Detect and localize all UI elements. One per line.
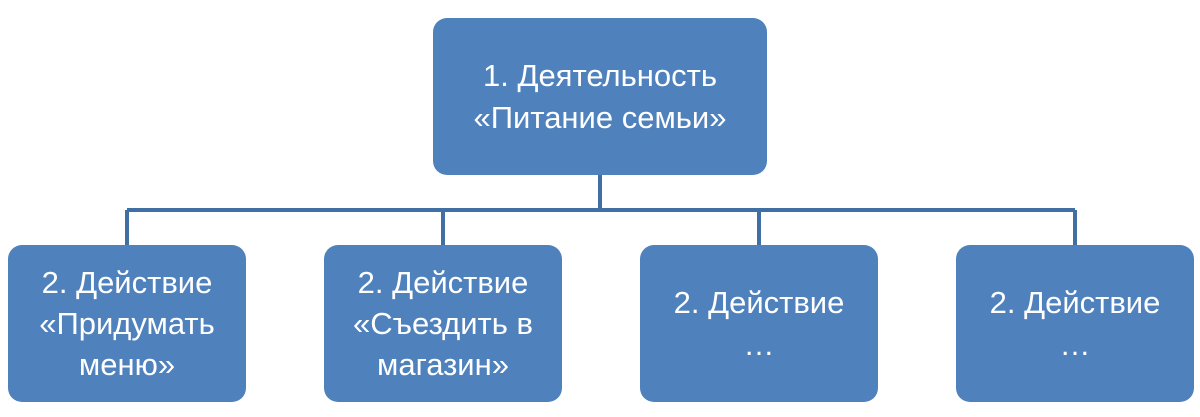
child-node-2: 2. Действие «Съездить в магазин» xyxy=(324,245,562,402)
child-node-2-line-2: «Съездить в xyxy=(353,305,533,341)
child-node-3: 2. Действие … xyxy=(640,245,878,402)
child-node-2-line-3: магазин» xyxy=(377,347,509,383)
child-node-3-line-2: … xyxy=(743,326,775,362)
child-node-1-text: 2. Действие «Придумать меню» xyxy=(39,262,215,386)
root-node-text: 1. Деятельность «Питание семьи» xyxy=(474,55,727,137)
child-node-3-text: 2. Действие … xyxy=(674,282,845,364)
child-node-4-line-1: 2. Действие xyxy=(989,285,1161,321)
child-node-1-line-2: «Придумать xyxy=(39,305,215,341)
child-node-4-line-2: … xyxy=(1059,326,1091,362)
child-node-1: 2. Действие «Придумать меню» xyxy=(8,245,246,402)
child-node-4-text: 2. Действие … xyxy=(990,282,1161,364)
root-node-line-1: 1. Деятельность xyxy=(482,58,717,94)
child-node-2-line-1: 2. Действие xyxy=(357,264,529,300)
child-node-1-line-3: меню» xyxy=(78,347,176,383)
child-node-3-line-1: 2. Действие xyxy=(673,285,845,321)
root-node-line-2: «Питание семьи» xyxy=(473,99,727,135)
child-node-1-line-1: 2. Действие xyxy=(41,264,213,300)
child-node-4: 2. Действие … xyxy=(956,245,1194,402)
root-node-activity: 1. Деятельность «Питание семьи» xyxy=(433,18,767,175)
child-node-2-text: 2. Действие «Съездить в магазин» xyxy=(353,262,533,386)
